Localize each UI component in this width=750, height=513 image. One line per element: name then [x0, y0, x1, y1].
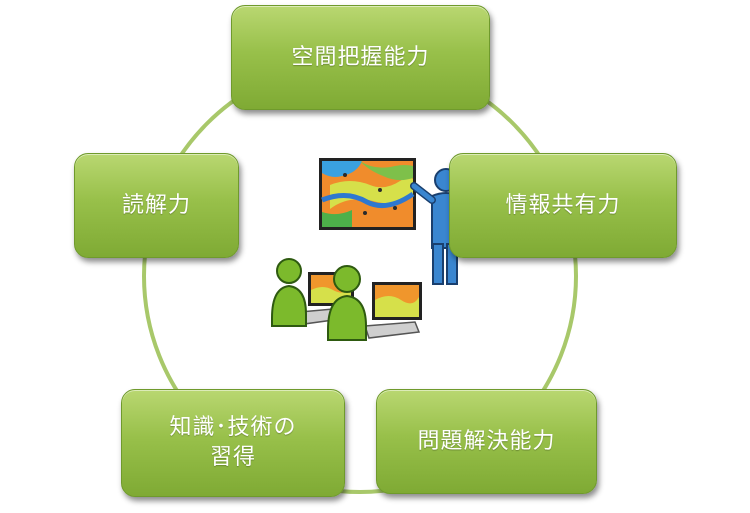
node-label: 読解力 [121, 192, 191, 218]
trainees-icon [271, 258, 422, 341]
node-knowledge-skill-acquisition: 知識･技術の 習得 [121, 389, 345, 497]
node-label: 空間把握能力 [291, 44, 430, 70]
node-label: 問題解決能力 [417, 428, 556, 454]
node-problem-solving: 問題解決能力 [376, 389, 597, 494]
node-label: 情報共有力 [505, 192, 621, 218]
node-label: 知識･技術の 習得 [169, 415, 297, 470]
wall-map-icon [319, 158, 416, 230]
node-reading-comprehension: 読解力 [74, 153, 239, 258]
node-spatial-awareness: 空間把握能力 [231, 5, 490, 110]
node-information-sharing: 情報共有力 [449, 153, 677, 258]
